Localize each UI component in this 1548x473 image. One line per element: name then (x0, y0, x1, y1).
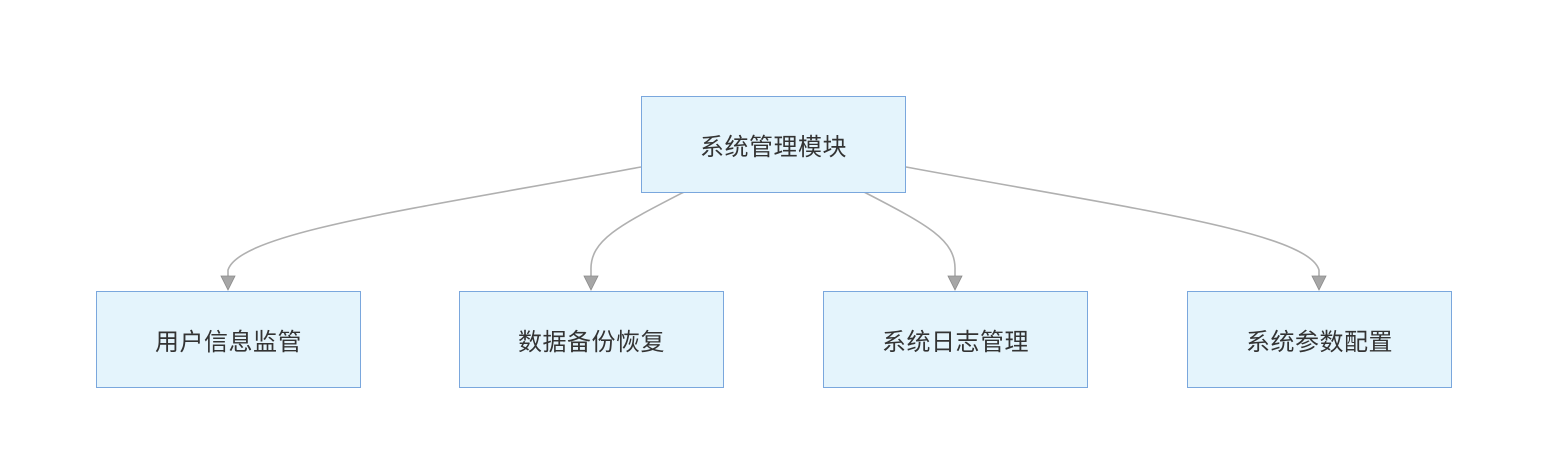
root-node[interactable]: 系统管理模块 (641, 96, 906, 193)
child-node-data-backup[interactable]: 数据备份恢复 (459, 291, 724, 388)
edge-root-to-system-params (905, 166, 1320, 289)
child-node-label: 系统参数配置 (1246, 328, 1393, 356)
arrowhead-icon (220, 275, 236, 291)
edge-root-to-data-backup (590, 191, 685, 289)
child-node-system-params[interactable]: 系统参数配置 (1187, 291, 1452, 388)
edge-root-to-system-log (863, 191, 956, 289)
child-node-label: 数据备份恢复 (518, 328, 665, 356)
edge-root-to-user-info (227, 166, 642, 289)
child-node-label: 系统日志管理 (882, 328, 1029, 356)
root-node-label: 系统管理模块 (700, 133, 847, 161)
arrowhead-icon (583, 275, 599, 291)
arrowhead-icon (947, 275, 963, 291)
arrowhead-icon (1311, 275, 1327, 291)
child-node-label: 用户信息监管 (155, 328, 302, 356)
child-node-system-log[interactable]: 系统日志管理 (823, 291, 1088, 388)
child-node-user-info[interactable]: 用户信息监管 (96, 291, 361, 388)
